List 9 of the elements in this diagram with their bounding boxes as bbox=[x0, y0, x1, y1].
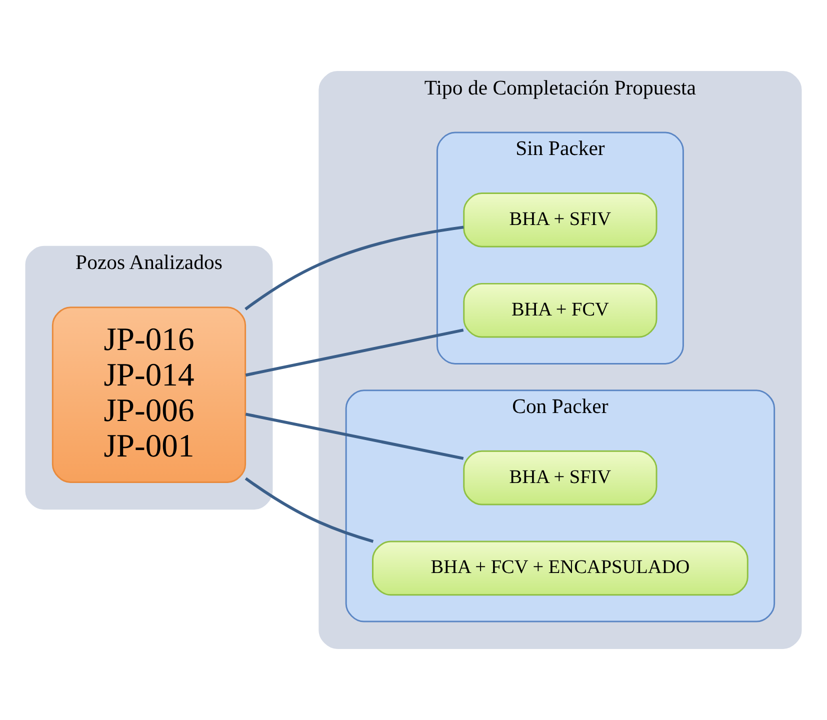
node-box: JP-016 JP-014 JP-006 JP-001 bbox=[52, 306, 246, 483]
node-box: BHA + SFIV bbox=[463, 450, 658, 506]
node-box: BHA + FCV bbox=[463, 282, 658, 338]
connector bbox=[245, 412, 464, 460]
connector bbox=[244, 477, 374, 543]
node-box: BHA + SFIV bbox=[463, 192, 658, 248]
node-box: BHA + FCV + ENCAPSULADO bbox=[372, 540, 748, 596]
connector bbox=[244, 226, 464, 310]
connector bbox=[245, 328, 464, 377]
